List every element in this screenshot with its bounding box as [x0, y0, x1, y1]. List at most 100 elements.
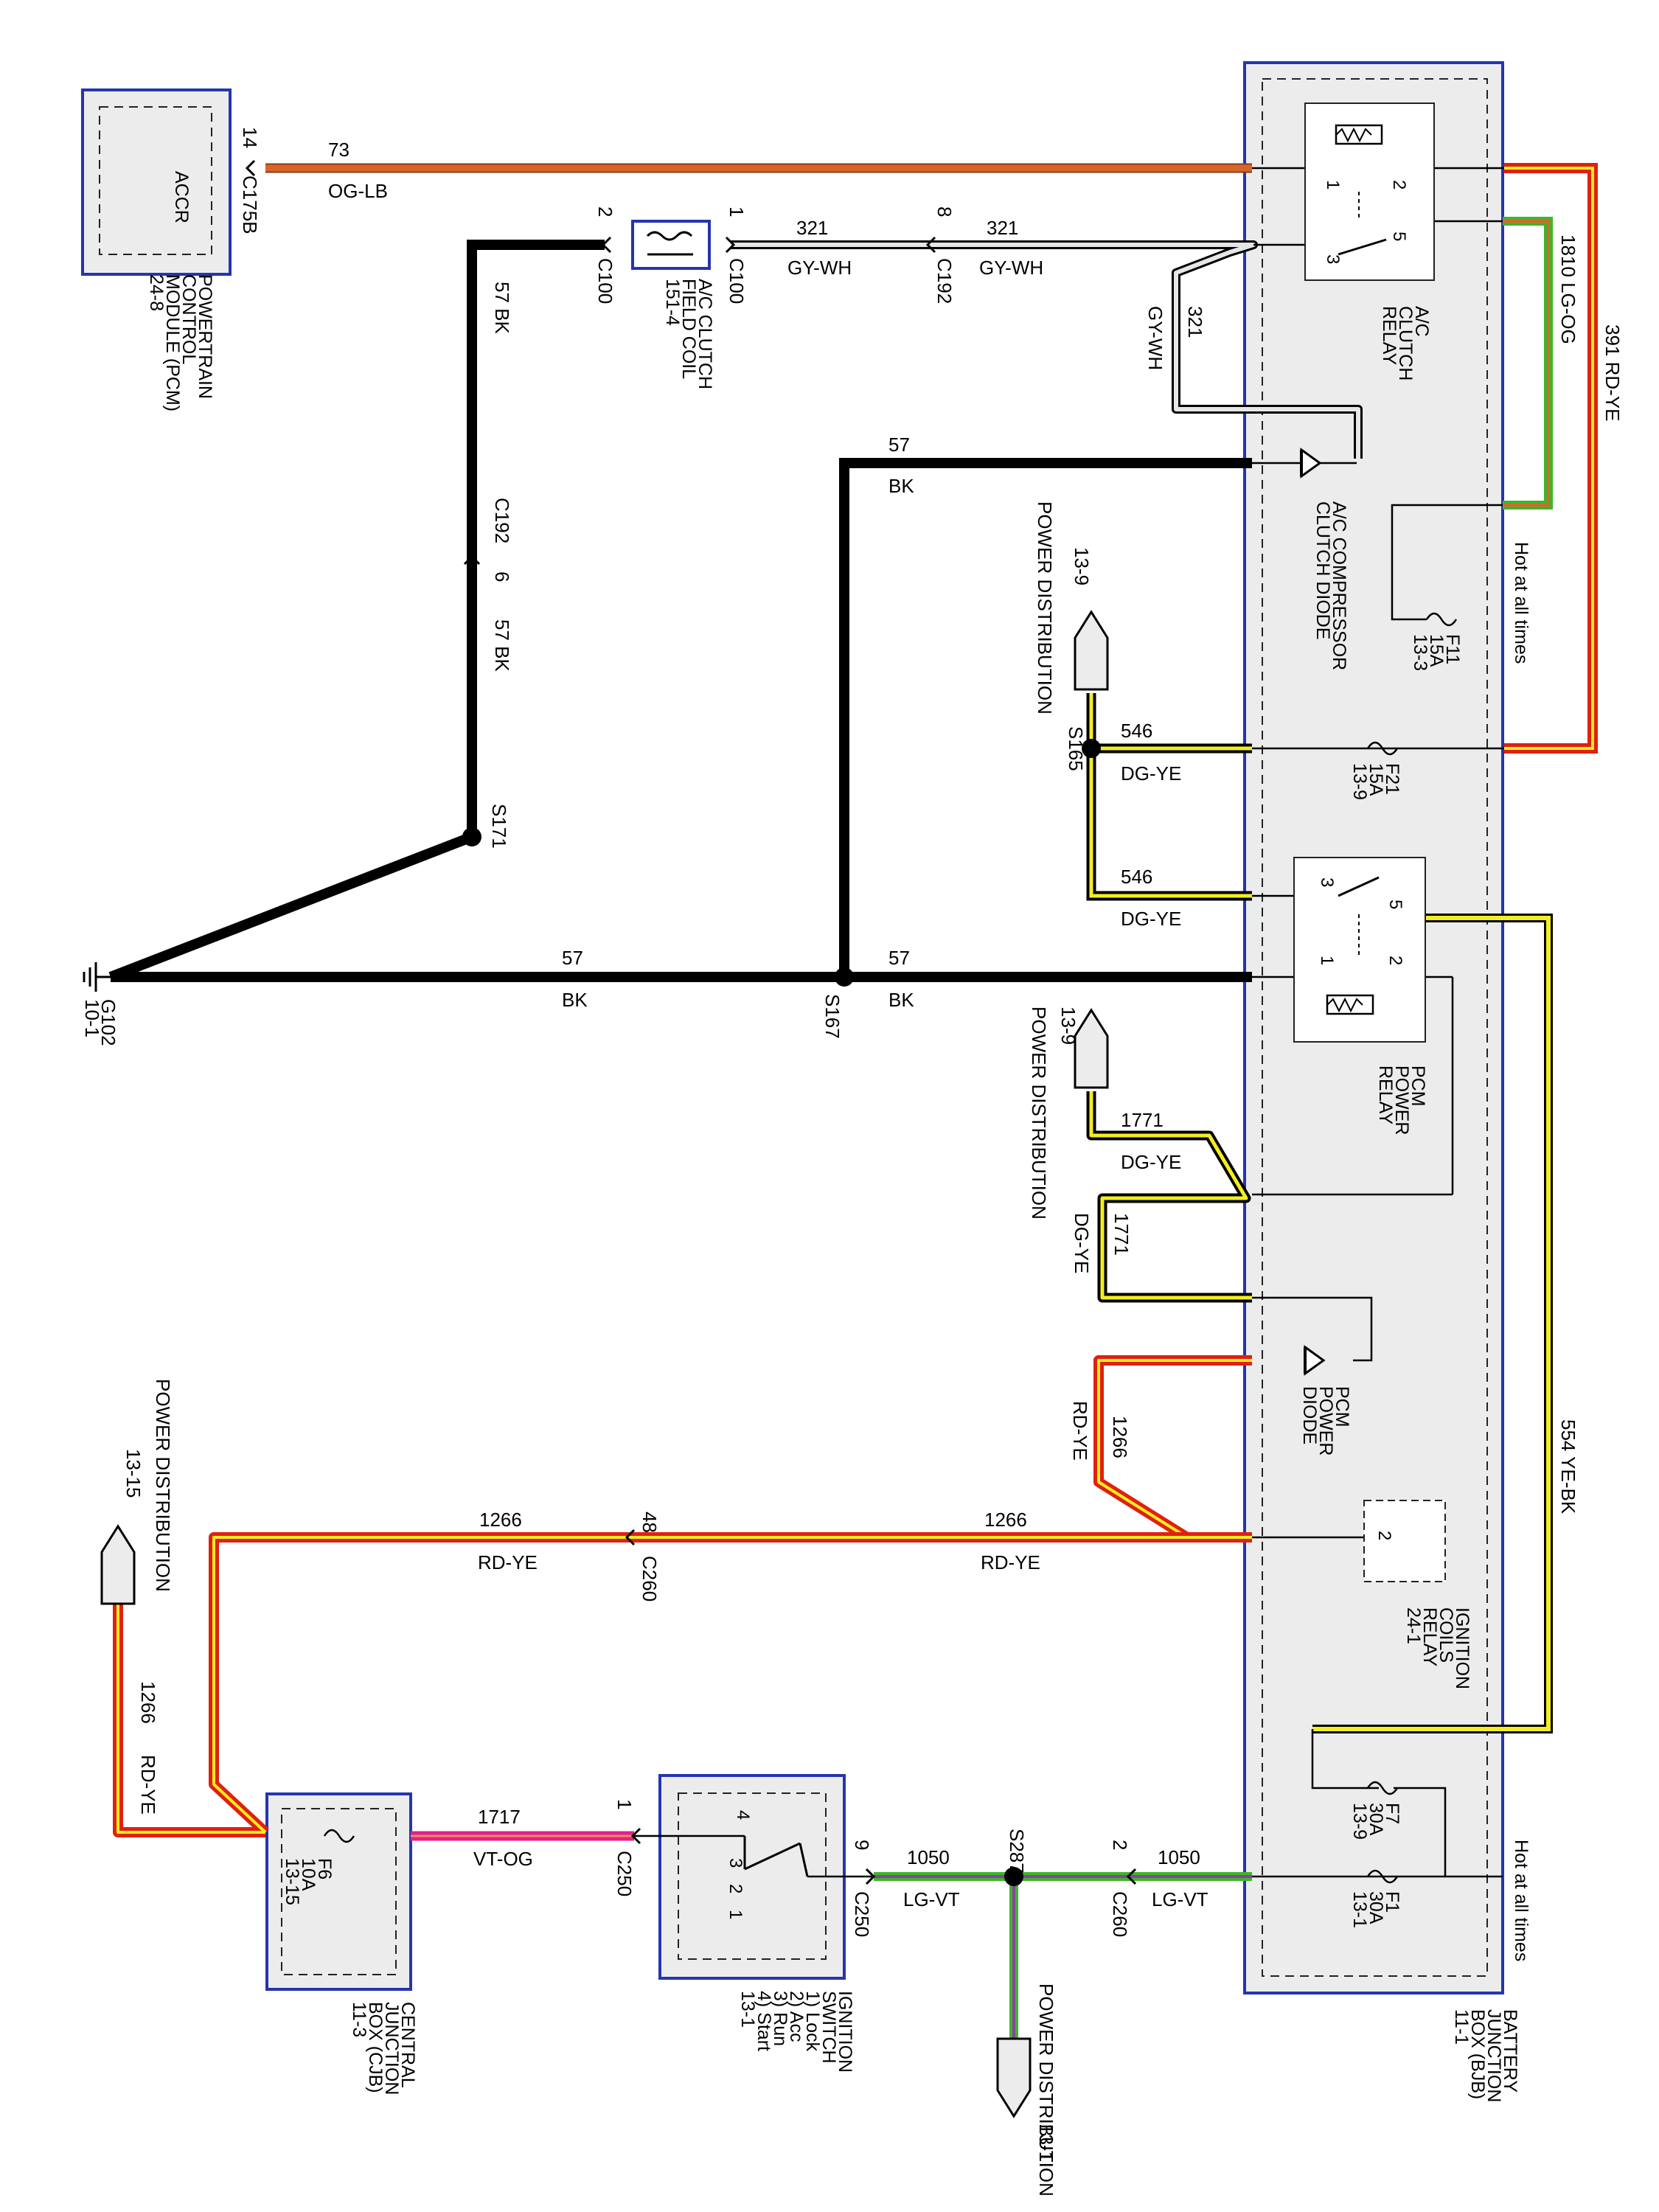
pd2-label: POWER DISTRIBUTION — [1028, 1006, 1050, 1220]
pcm-relay-pin-2: 2 — [1385, 956, 1405, 965]
splice-s287 — [1004, 1867, 1023, 1886]
svg-text:BOX (CJB): BOX (CJB) — [365, 2002, 386, 2093]
svg-text:POWER: POWER — [1315, 1386, 1336, 1455]
pd-arrow-2 — [1074, 1008, 1109, 1089]
svg-text:FIELD COIL: FIELD COIL — [678, 279, 699, 379]
w1771a-color: DG-YE — [1121, 1151, 1181, 1173]
wire-1266 — [113, 1355, 1371, 1837]
w321b-color: GY-WH — [979, 257, 1043, 279]
w57-g102-color: BK — [562, 989, 588, 1011]
w1050b-circuit: 1050 — [1158, 1846, 1200, 1868]
c192-mid-pin: 6 — [491, 571, 513, 582]
pd-arrow-1 — [1074, 610, 1109, 691]
svg-text:F6: F6 — [314, 1858, 335, 1879]
w391-label: 391 RD-YE — [1601, 324, 1624, 422]
power-distribution-arrows — [100, 610, 1109, 2118]
w73-circuit: 73 — [328, 139, 349, 161]
w546b-circuit: 546 — [1121, 866, 1152, 888]
ground-symbol — [83, 962, 111, 992]
c192-top-name: C192 — [933, 258, 956, 304]
svg-text:RELAY: RELAY — [1379, 306, 1399, 365]
w1810-label: 1810 LG-OG — [1557, 234, 1579, 344]
bjb-hot-top: Hot at all times — [1511, 542, 1531, 664]
svg-text:F7: F7 — [1382, 1803, 1402, 1824]
svg-text:CONTROL: CONTROL — [178, 274, 199, 364]
svg-text:BATTERY: BATTERY — [1500, 2009, 1520, 2093]
svg-text:2) Acc: 2) Acc — [786, 1991, 807, 2042]
svg-text:15A: 15A — [1366, 763, 1386, 796]
svg-text:A/C CLUTCH: A/C CLUTCH — [695, 279, 715, 389]
svg-text:15A: 15A — [1426, 634, 1447, 667]
svg-text:13-9: 13-9 — [1349, 763, 1370, 800]
w57-relay-color: BK — [888, 989, 914, 1011]
svg-text:RELAY: RELAY — [1419, 1607, 1440, 1666]
svg-text:PCM: PCM — [1332, 1386, 1352, 1427]
svg-text:SWITCH: SWITCH — [818, 1991, 839, 2064]
fuse-f21-label: F21 15A 13-9 — [1349, 763, 1402, 800]
pd-arrow-4 — [996, 2037, 1032, 2118]
svg-text:13-15: 13-15 — [282, 1858, 302, 1905]
fuse-f6-label: F6 10A 13-15 — [282, 1858, 335, 1905]
svg-text:F11: F11 — [1442, 634, 1463, 664]
w1717-circuit: 1717 — [478, 1806, 521, 1828]
w1266-left-color: RD-YE — [478, 1551, 538, 1573]
svg-text:13-3: 13-3 — [1410, 634, 1430, 671]
svg-text:1) Lock: 1) Lock — [802, 1991, 823, 2051]
svg-text:10A: 10A — [298, 1858, 319, 1891]
ac-clutch-relay-pin-1: 1 — [1323, 180, 1343, 189]
w1771b-color: DG-YE — [1071, 1213, 1093, 1273]
fuse-symbols — [323, 612, 1458, 1884]
w57-left2-label: 57 BK — [491, 619, 513, 672]
svg-text:F21: F21 — [1382, 763, 1402, 795]
svg-text:IGNITION: IGNITION — [835, 1991, 855, 2073]
w1050b-color: LG-VT — [1152, 1888, 1208, 1910]
pd1-ref: 13-9 — [1071, 547, 1093, 585]
pcm-label: POWERTRAIN CONTROL MODULE (PCM) 24-8 — [146, 274, 215, 411]
w554-label: 554 YE-BK — [1557, 1419, 1579, 1514]
c260-top-name: C260 — [639, 1556, 661, 1601]
s165-label: S165 — [1065, 726, 1087, 771]
svg-text:CLUTCH: CLUTCH — [1395, 306, 1416, 380]
pcm-power-relay-label: PCM POWER RELAY — [1375, 1065, 1428, 1135]
w57-diode-circuit: 57 — [888, 434, 910, 456]
c100-left-pin: 2 — [594, 206, 616, 217]
wire-57 — [108, 240, 1252, 982]
w1771a-circuit: 1771 — [1121, 1109, 1164, 1131]
svg-text:F1: F1 — [1382, 1891, 1402, 1913]
svg-text:30A: 30A — [1366, 1891, 1386, 1924]
splice-s167 — [835, 967, 854, 987]
w57-diode-color: BK — [888, 475, 914, 497]
svg-text:IGNITION: IGNITION — [1452, 1607, 1472, 1689]
w1266-mid-circuit: 1266 — [984, 1509, 1027, 1531]
splice-dots — [462, 739, 1101, 1886]
w57-relay-circuit: 57 — [888, 947, 910, 969]
ac-clutch-relay-label: A/C CLUTCH RELAY — [1379, 306, 1432, 380]
svg-text:2: 2 — [726, 1884, 745, 1893]
ac-clutch-relay: 1 2 3 5 — [1304, 102, 1435, 281]
svg-text:PCM: PCM — [1408, 1065, 1428, 1107]
svg-text:11-3: 11-3 — [349, 2002, 369, 2037]
pcm-relay-pin-5: 5 — [1385, 900, 1405, 909]
svg-text:RELAY: RELAY — [1375, 1065, 1396, 1124]
svg-text:POWERTRAIN: POWERTRAIN — [195, 274, 215, 399]
pcm-power-relay: 3 5 1 2 — [1293, 857, 1426, 1043]
wire-1771 — [1086, 1091, 1373, 1362]
svg-text:A/C COMPRESSOR: A/C COMPRESSOR — [1329, 501, 1349, 670]
w321a-circuit: 321 — [796, 217, 828, 239]
ignition-coils-relay: 2 — [1363, 1500, 1446, 1582]
w321a-color: GY-WH — [787, 257, 852, 279]
w1266-diode-color: RD-YE — [1069, 1401, 1091, 1461]
pd-arrow-3 — [100, 1524, 136, 1605]
svg-text:COILS: COILS — [1436, 1607, 1456, 1663]
svg-text:4) Start: 4) Start — [754, 1991, 774, 2051]
ac-clutch-field-coil-label: A/C CLUTCH FIELD COIL 151-4 — [662, 279, 715, 389]
w57-g102-circuit: 57 — [562, 947, 583, 969]
g102-ref: 10-1 — [81, 999, 103, 1037]
s171-label: S171 — [488, 804, 510, 849]
ignition-switch-label: IGNITION SWITCH 1) Lock 2) Acc 3) Run 4)… — [737, 1991, 855, 2073]
pcm-relay-pin-1: 1 — [1317, 956, 1337, 965]
ignition-switch-positions: 4 3 2 1 — [726, 1810, 753, 1919]
w1717-color: VT-OG — [473, 1848, 533, 1870]
ac-compressor-clutch-diode-label: A/C COMPRESSOR CLUTCH DIODE — [1312, 501, 1349, 670]
ignition-coils-relay-label: IGNITION COILS RELAY 24-1 — [1403, 1607, 1472, 1689]
